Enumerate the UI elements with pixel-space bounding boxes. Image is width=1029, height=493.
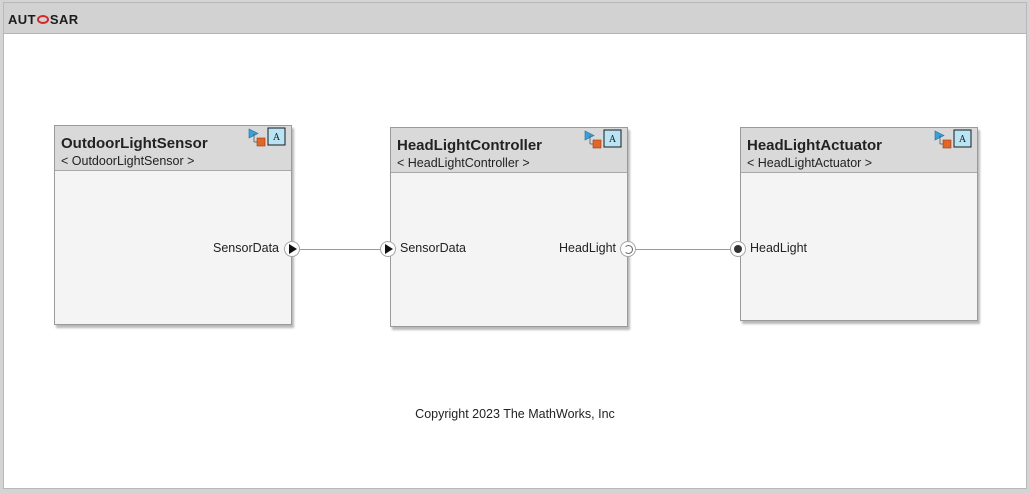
diagram-header: AUT SAR (4, 3, 1026, 34)
component-type: < HeadLightController > (397, 156, 530, 170)
port-label-controller-out: HeadLight (559, 241, 616, 255)
client-port-headlight[interactable] (620, 241, 636, 257)
port-label-actuator-in: HeadLight (750, 241, 807, 255)
component-type: < OutdoorLightSensor > (61, 154, 195, 168)
port-label-sensor-out: SensorData (213, 241, 280, 255)
component-title: OutdoorLightSensor (61, 135, 208, 152)
sender-port-sensor-data[interactable] (284, 241, 300, 257)
component-headlight-controller[interactable]: HeadLightController < HeadLightControlle… (390, 127, 628, 327)
badge-letter: A (958, 135, 966, 145)
port-label-controller-in: SensorData (400, 241, 467, 255)
connector-sensor-data[interactable] (300, 249, 382, 250)
autosar-component-icon: A (248, 127, 286, 147)
diagram-canvas: AUT SAR OutdoorLightSensor < OutdoorLight… (3, 2, 1027, 489)
autosar-component-icon: A (934, 129, 972, 149)
component-title: HeadLightController (397, 137, 542, 154)
logo-text-left: AUT (8, 12, 36, 27)
receiver-port-sensor-data[interactable] (380, 241, 396, 257)
logo-o-mark (36, 15, 49, 24)
component-outdoor-light-sensor[interactable]: OutdoorLightSensor < OutdoorLightSensor … (54, 125, 292, 325)
component-header: OutdoorLightSensor < OutdoorLightSensor … (55, 126, 291, 171)
sender-port-triangle-icon (289, 244, 297, 254)
autosar-logo: AUT SAR (8, 12, 79, 27)
server-port-dot-icon (734, 245, 742, 253)
component-headlight-actuator[interactable]: HeadLightActuator < HeadLightActuator > … (740, 127, 978, 321)
component-type: < HeadLightActuator > (747, 156, 873, 170)
component-title: HeadLightActuator (747, 137, 882, 154)
component-header: HeadLightController < HeadLightControlle… (391, 128, 627, 173)
badge-letter: A (608, 135, 616, 145)
badge-letter: A (272, 133, 280, 143)
component-header: HeadLightActuator < HeadLightActuator > … (741, 128, 977, 173)
client-port-socket-icon (623, 244, 633, 254)
connector-headlight[interactable] (636, 249, 732, 250)
receiver-port-triangle-icon (385, 244, 393, 254)
autosar-component-icon: A (584, 129, 622, 149)
copyright-text: Copyright 2023 The MathWorks, Inc (415, 407, 615, 421)
server-port-headlight[interactable] (730, 241, 746, 257)
logo-text-right: SAR (49, 12, 79, 27)
